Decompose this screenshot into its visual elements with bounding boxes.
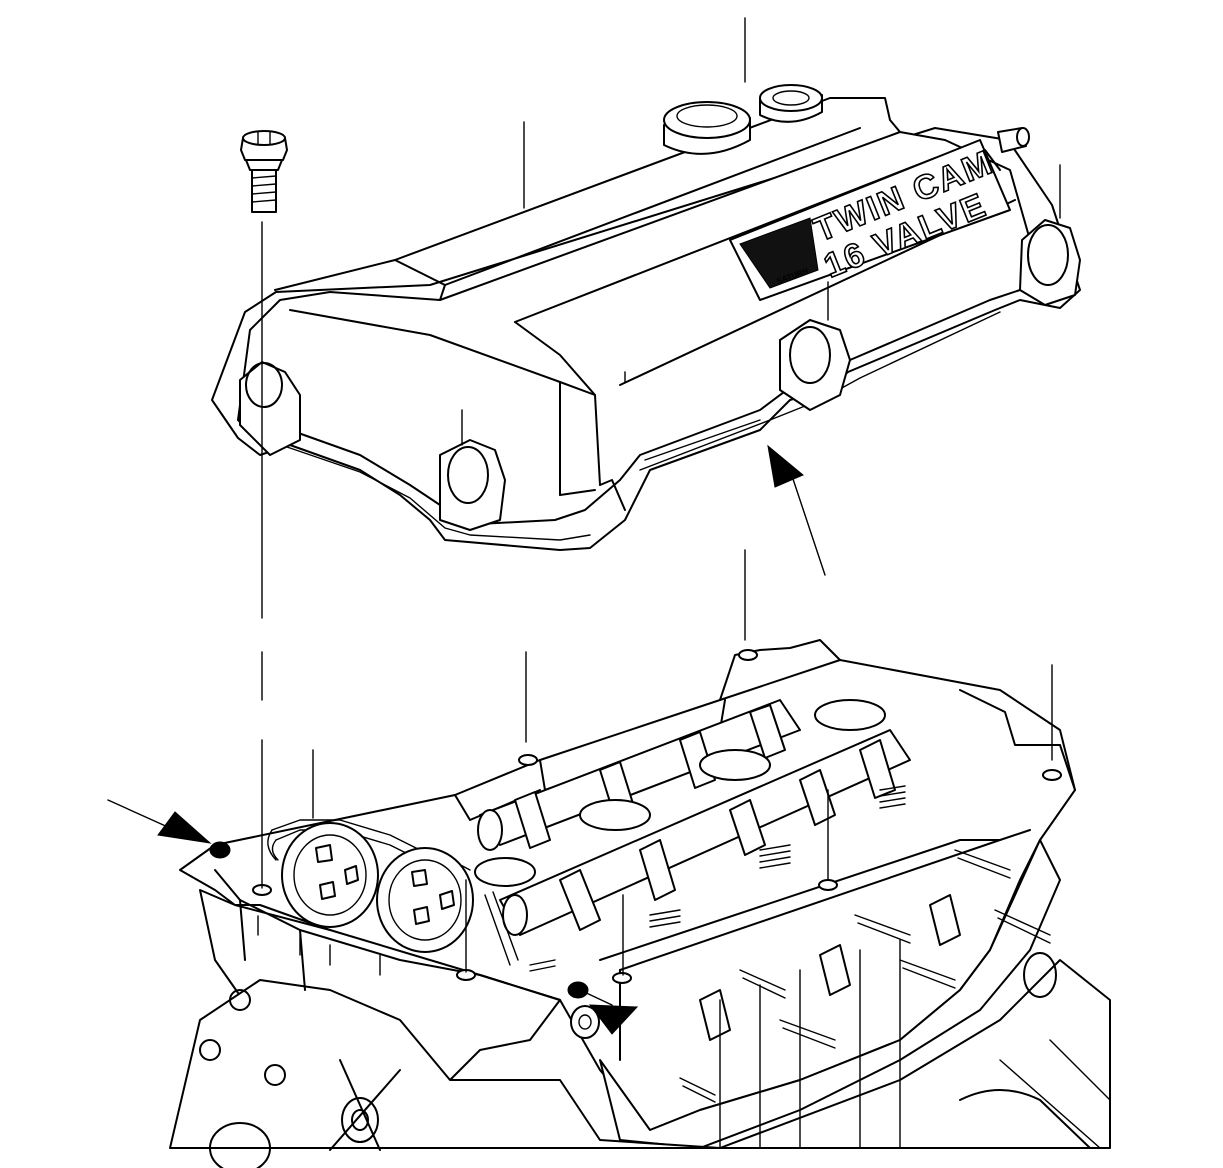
spark-plug-well-4 (474, 857, 536, 887)
cover-bolt-boss-3 (779, 319, 851, 411)
callout-arrow-sealant-right (579, 989, 639, 1035)
valve-springs (529, 785, 906, 972)
head-cover-bolt-holes (252, 649, 1062, 984)
breather-tube (997, 127, 1030, 153)
spark-plug-well-1 (579, 799, 651, 831)
callout-arrow-gasket (767, 444, 826, 576)
callout-arrow-sealant-left (107, 799, 212, 844)
sealant-point-left (209, 841, 231, 859)
exhaust-ports (699, 894, 1057, 1041)
cover-bolt-boss-2 (439, 439, 506, 531)
pcv-fitting (759, 84, 823, 123)
intake-camshaft (499, 729, 911, 936)
spark-plug-well-3 (814, 699, 886, 731)
exhaust-studs (679, 849, 1051, 1103)
intake-cam-sprocket (376, 847, 474, 953)
cover-bolt-boss-4 (1019, 219, 1081, 306)
sealant-point-right (567, 981, 600, 1039)
spark-plug-well-2 (699, 749, 771, 781)
cylinder-head (169, 639, 1111, 1168)
oil-filler-cap (663, 101, 751, 155)
cover-bolt-boss-1 (239, 361, 301, 456)
exhaust-cam-sprocket (281, 822, 379, 928)
alignment-lines (261, 17, 1061, 976)
cover-bolt (240, 130, 288, 213)
valve-cover: SATURN TWIN CAM 16 VALVE (211, 84, 1081, 551)
